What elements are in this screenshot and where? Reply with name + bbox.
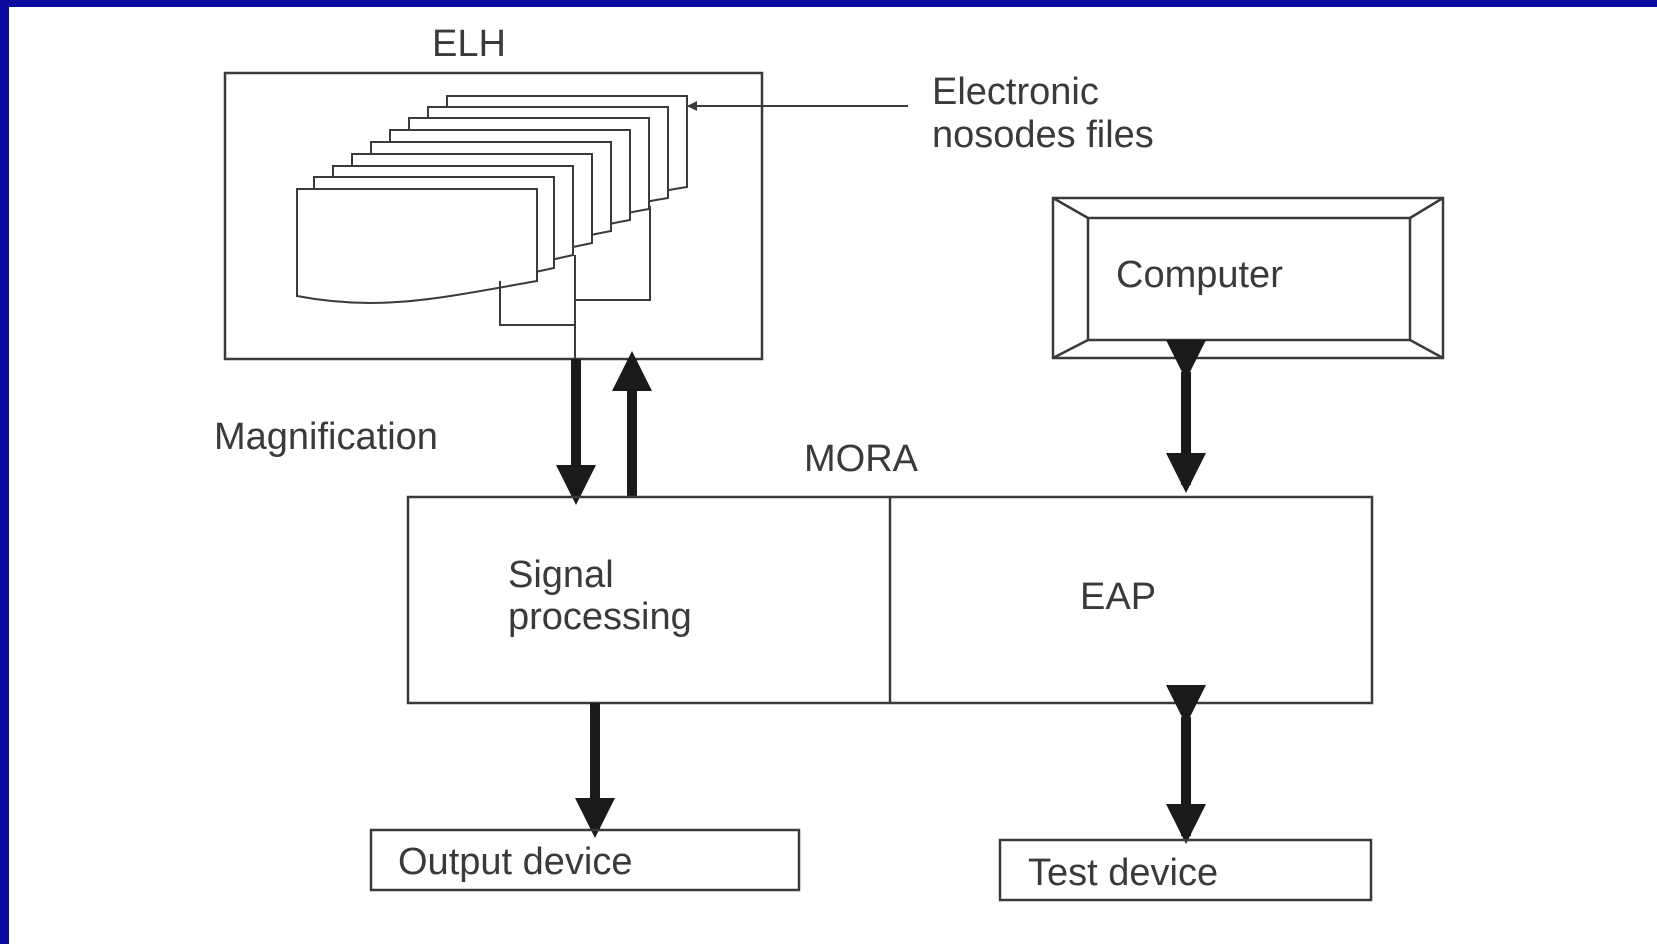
nosode-file-stack <box>296 95 688 360</box>
output-device-label: Output device <box>398 841 632 883</box>
elh-label: ELH <box>432 23 506 65</box>
mora-box <box>406 495 1374 705</box>
test-device-box <box>998 838 1373 902</box>
magnification-label: Magnification <box>214 416 438 458</box>
file-connector <box>499 281 575 326</box>
signal-processing-label-line1: Signal <box>508 554 614 596</box>
test-device-label: Test device <box>1028 852 1218 894</box>
signal-processing-label-line2: processing <box>508 596 692 638</box>
computer-box <box>1051 196 1445 360</box>
elh-box <box>223 71 764 361</box>
files-label-line1: Electronic <box>932 71 1099 113</box>
eap-label: EAP <box>1080 576 1156 618</box>
computer-label: Computer <box>1116 254 1283 296</box>
file-sheet <box>296 188 538 305</box>
output-device-box <box>369 828 801 892</box>
file-connector <box>575 206 651 301</box>
mora-label: MORA <box>804 438 919 480</box>
files-label-line2: nosodes files <box>932 114 1154 156</box>
